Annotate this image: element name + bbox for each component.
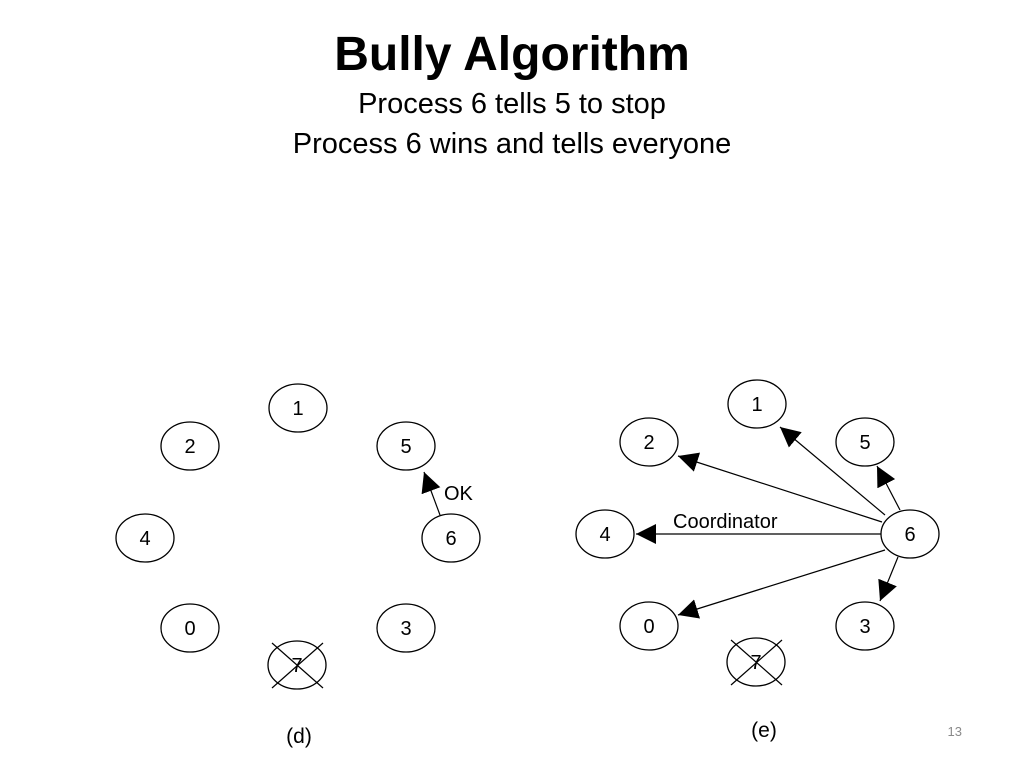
node-d-5: 5 (376, 421, 436, 471)
node-d-6: 6 (421, 513, 481, 563)
node-e-2-label: 2 (643, 432, 654, 454)
node-d-0: 0 (160, 603, 220, 653)
node-d-6-label: 6 (445, 528, 456, 550)
node-e-0-label: 0 (643, 616, 654, 638)
node-e-5-label: 5 (859, 432, 870, 454)
edge-e-label-coordinator: Coordinator (673, 511, 778, 533)
node-d-4: 4 (115, 513, 175, 563)
node-e-4: 4 (575, 509, 635, 559)
node-e-3-label: 3 (859, 616, 870, 638)
slide-title-block: Bully Algorithm Process 6 tells 5 to sto… (0, 26, 1024, 164)
node-e-7-crashed: 7 (726, 637, 786, 687)
slide-subtitle-1: Process 6 tells 5 to stop (358, 88, 666, 120)
node-e-4-label: 4 (599, 524, 610, 546)
node-d-4-label: 4 (139, 528, 150, 550)
node-e-3: 3 (835, 601, 895, 651)
node-d-1-label: 1 (292, 398, 303, 420)
edge-e-6-to-3 (878, 556, 899, 602)
crash-mark-d-b (271, 642, 324, 689)
node-e-2: 2 (619, 417, 679, 467)
node-d-2: 2 (160, 421, 220, 471)
edge-e-6-to-1 (779, 426, 886, 516)
node-d-1: 1 (268, 383, 328, 433)
edge-e-6-to-2 (677, 452, 883, 523)
slide-subtitle-2: Process 6 wins and tells everyone (292, 128, 732, 160)
diagram-d: 1 2 5 4 6 0 3 7 (115, 383, 481, 748)
node-e-1: 1 (727, 379, 787, 429)
edge-e-6-to-5 (876, 465, 901, 511)
edge-d-6-to-5 (421, 471, 441, 516)
page-number: 13 (947, 724, 962, 739)
node-d-3-label: 3 (400, 618, 411, 640)
node-d-3: 3 (376, 603, 436, 653)
node-e-1-label: 1 (751, 394, 762, 416)
node-e-6-label: 6 (904, 524, 915, 546)
edge-d-label-ok: OK (444, 483, 474, 505)
node-e-0: 0 (619, 601, 679, 651)
node-d-0-label: 0 (184, 618, 195, 640)
node-d-7-crashed: 7 (267, 640, 327, 690)
caption-d: (d) (286, 725, 312, 748)
caption-e: (e) (751, 719, 777, 742)
node-e-5: 5 (835, 417, 895, 467)
edge-e-6-to-0 (677, 549, 886, 619)
slide-title: Bully Algorithm (334, 28, 690, 81)
node-d-2-label: 2 (184, 436, 195, 458)
node-e-6: 6 (880, 509, 940, 559)
diagram-e: 1 2 5 4 6 0 3 7 (575, 379, 940, 742)
crash-mark-e-b (730, 639, 783, 686)
node-d-5-label: 5 (400, 436, 411, 458)
